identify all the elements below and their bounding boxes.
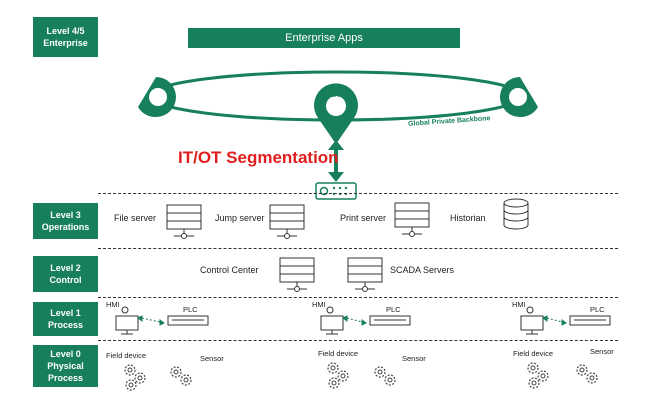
level-4-5-label: Level 4/5 Enterprise <box>33 17 98 57</box>
level-0-label: Level 0 Physical Process <box>33 345 98 387</box>
hmi-icon <box>520 306 544 335</box>
level-2-title: Level 2 <box>50 263 81 273</box>
hmi-label-1: HMI <box>106 300 120 309</box>
field-device-label-3: Field device <box>513 349 554 358</box>
print-server-icon <box>394 202 430 237</box>
level-2-label: Level 2 Control <box>33 256 98 292</box>
link-arrow-icon <box>342 315 367 326</box>
hmi-icon <box>115 306 139 335</box>
link-arrow-icon <box>137 315 165 326</box>
field-device-label-2: Field device <box>318 349 359 358</box>
field-device-label-1: Field device <box>106 351 147 360</box>
historian-database-icon <box>503 198 529 230</box>
left-pin-icon <box>138 77 177 118</box>
plc-label-2: PLC <box>386 305 401 314</box>
divider-l3-l2 <box>98 248 618 249</box>
segmentation-label: IT/OT Segmentation <box>178 148 339 167</box>
control-center-label: Control Center <box>200 265 259 275</box>
control-center-server-icon <box>279 257 315 292</box>
level-1-label: Level 1 Process <box>33 302 98 336</box>
divider-l2-l1 <box>98 297 618 298</box>
sensor-label-3: Sensor <box>590 347 614 356</box>
level-1-subtitle: Process <box>47 320 84 330</box>
level-4-5-title: Level 4/5 <box>46 26 85 36</box>
plc-label-3: PLC <box>590 305 605 314</box>
scada-servers-label: SCADA Servers <box>390 265 455 275</box>
level-4-5-subtitle: Enterprise <box>43 38 88 48</box>
hmi-label-2: HMI <box>312 300 326 309</box>
divider-l1-l0 <box>98 340 618 341</box>
segmentation-arrow-icon <box>328 140 344 182</box>
level-0-subtitle: Physical <box>47 361 84 371</box>
sensor-gear-icon <box>170 366 192 386</box>
sensor-label-1: Sensor <box>200 354 224 363</box>
plc-label-1: PLC <box>183 305 198 314</box>
plc-icon <box>569 315 611 326</box>
field-device-gear-icon <box>327 362 349 389</box>
socket-appliance-icon <box>315 182 357 200</box>
link-arrow-icon <box>542 315 567 326</box>
divider-top <box>98 193 618 194</box>
scada-server-icon <box>347 257 383 292</box>
cato-pop-label: Cato PoP <box>325 93 348 99</box>
level-2-subtitle: Control <box>49 275 82 285</box>
hmi-icon <box>320 306 344 335</box>
field-device-gear-icon <box>527 362 549 389</box>
right-pin-icon <box>499 77 538 118</box>
field-device-gear-icon <box>124 364 146 391</box>
jump-server-label: Jump server <box>215 213 265 223</box>
file-server-icon <box>166 204 202 239</box>
level-3-subtitle: Operations <box>41 222 90 232</box>
sensor-label-2: Sensor <box>402 354 426 363</box>
print-server-label: Print server <box>340 213 387 223</box>
hmi-label-3: HMI <box>512 300 526 309</box>
level-0-subtitle-2: Process <box>47 373 84 383</box>
enterprise-apps-label: Enterprise Apps <box>285 32 363 44</box>
sensor-gear-icon <box>374 366 396 386</box>
file-server-label: File server <box>114 213 157 223</box>
jump-server-icon <box>269 204 305 239</box>
level-1-title: Level 1 <box>50 308 81 318</box>
level-3-label: Level 3 Operations <box>33 203 98 239</box>
level-3-title: Level 3 <box>50 210 81 220</box>
plc-icon <box>369 315 411 326</box>
center-pin-icon <box>314 83 359 144</box>
sensor-gear-icon <box>576 364 598 384</box>
plc-icon <box>167 315 209 326</box>
level-0-title: Level 0 <box>50 349 81 359</box>
historian-label: Historian <box>450 213 486 223</box>
enterprise-apps-bar: Enterprise Apps <box>188 28 460 48</box>
